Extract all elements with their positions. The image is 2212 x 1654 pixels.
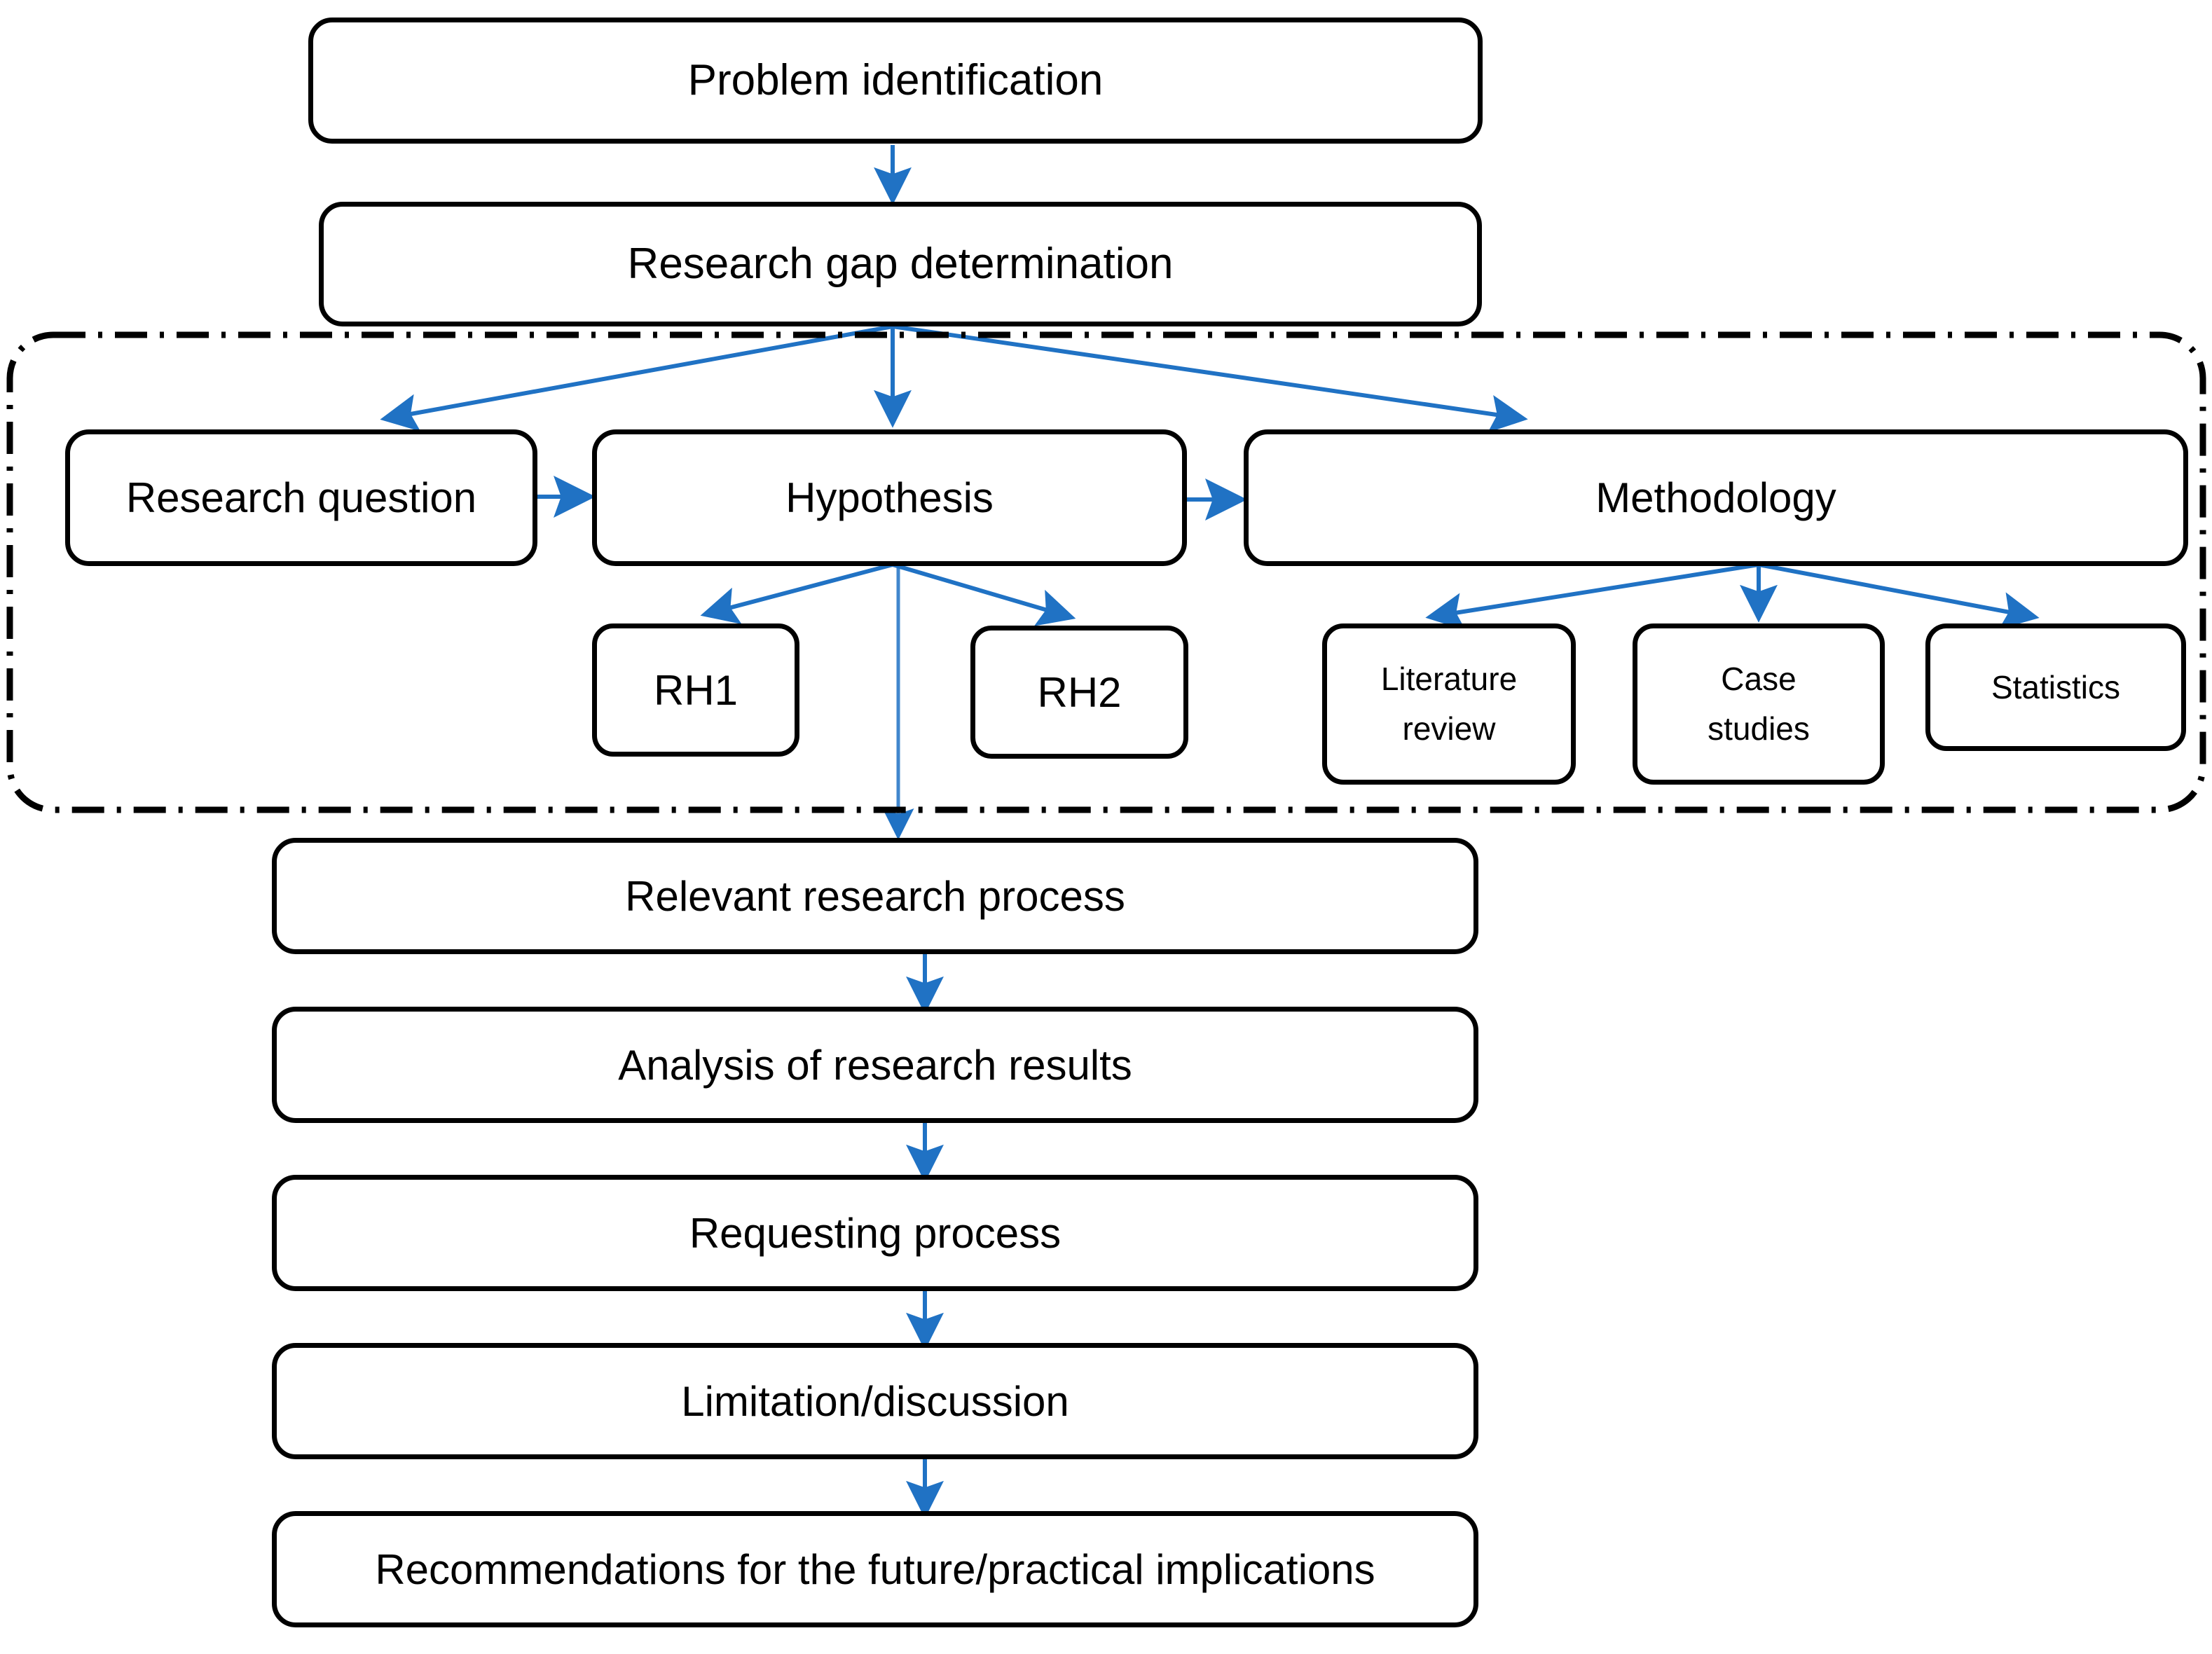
node-label-line1: Literature (1380, 661, 1518, 698)
node-label: Requesting process (689, 1209, 1062, 1257)
node-methodology[interactable]: Methodology (1244, 429, 2188, 566)
node-relevant-research-process[interactable]: Relevant research process (272, 838, 1478, 954)
node-label: Problem identification (687, 56, 1104, 105)
node-label: Research question (125, 474, 477, 521)
edge-methodology-to-statistics (1758, 563, 2040, 630)
node-label: RH1 (653, 666, 739, 714)
node-label: Statistics (1991, 668, 2121, 705)
node-label: Limitation/discussion (681, 1377, 1069, 1425)
node-research-question[interactable]: Research question (65, 429, 537, 566)
node-analysis-of-research-results[interactable]: Analysis of research results (272, 1007, 1478, 1123)
edge-hypothesis-to-rh2 (892, 563, 1076, 626)
edge-gap-to-question (380, 324, 893, 432)
node-label: Hypothesis (785, 474, 994, 521)
edge-gap-to-methodology (892, 324, 1528, 433)
node-requesting-process[interactable]: Requesting process (272, 1175, 1478, 1291)
node-label: Methodology (1595, 474, 1836, 521)
node-label: Research gap determination (627, 240, 1174, 289)
node-statistics[interactable]: Statistics (1925, 623, 2186, 751)
node-label: Relevant research process (625, 872, 1125, 920)
node-problem-identification[interactable]: Problem identification (308, 18, 1483, 144)
node-limitation-discussion[interactable]: Limitation/discussion (272, 1343, 1478, 1459)
node-rh2[interactable]: RH2 (970, 626, 1188, 759)
node-label: RH2 (1037, 668, 1122, 716)
node-hypothesis[interactable]: Hypothesis (592, 429, 1187, 566)
node-rh1[interactable]: RH1 (592, 623, 799, 757)
node-label-line1: Case (1721, 661, 1797, 698)
node-label-line2: studies (1708, 710, 1810, 747)
node-recommendations[interactable]: Recommendations for the future/practical… (272, 1511, 1478, 1627)
node-research-gap-determination[interactable]: Research gap determination (319, 202, 1482, 326)
node-case-studies[interactable]: Case studies (1633, 623, 1885, 785)
node-label: Analysis of research results (618, 1041, 1132, 1089)
node-label-line2: review (1402, 710, 1496, 747)
node-label: Recommendations for the future/practical… (375, 1545, 1375, 1593)
edge-methodology-to-literature (1425, 563, 1759, 630)
edge-hypothesis-to-rh1 (700, 563, 893, 625)
node-literature-review[interactable]: Literature review (1322, 623, 1576, 785)
